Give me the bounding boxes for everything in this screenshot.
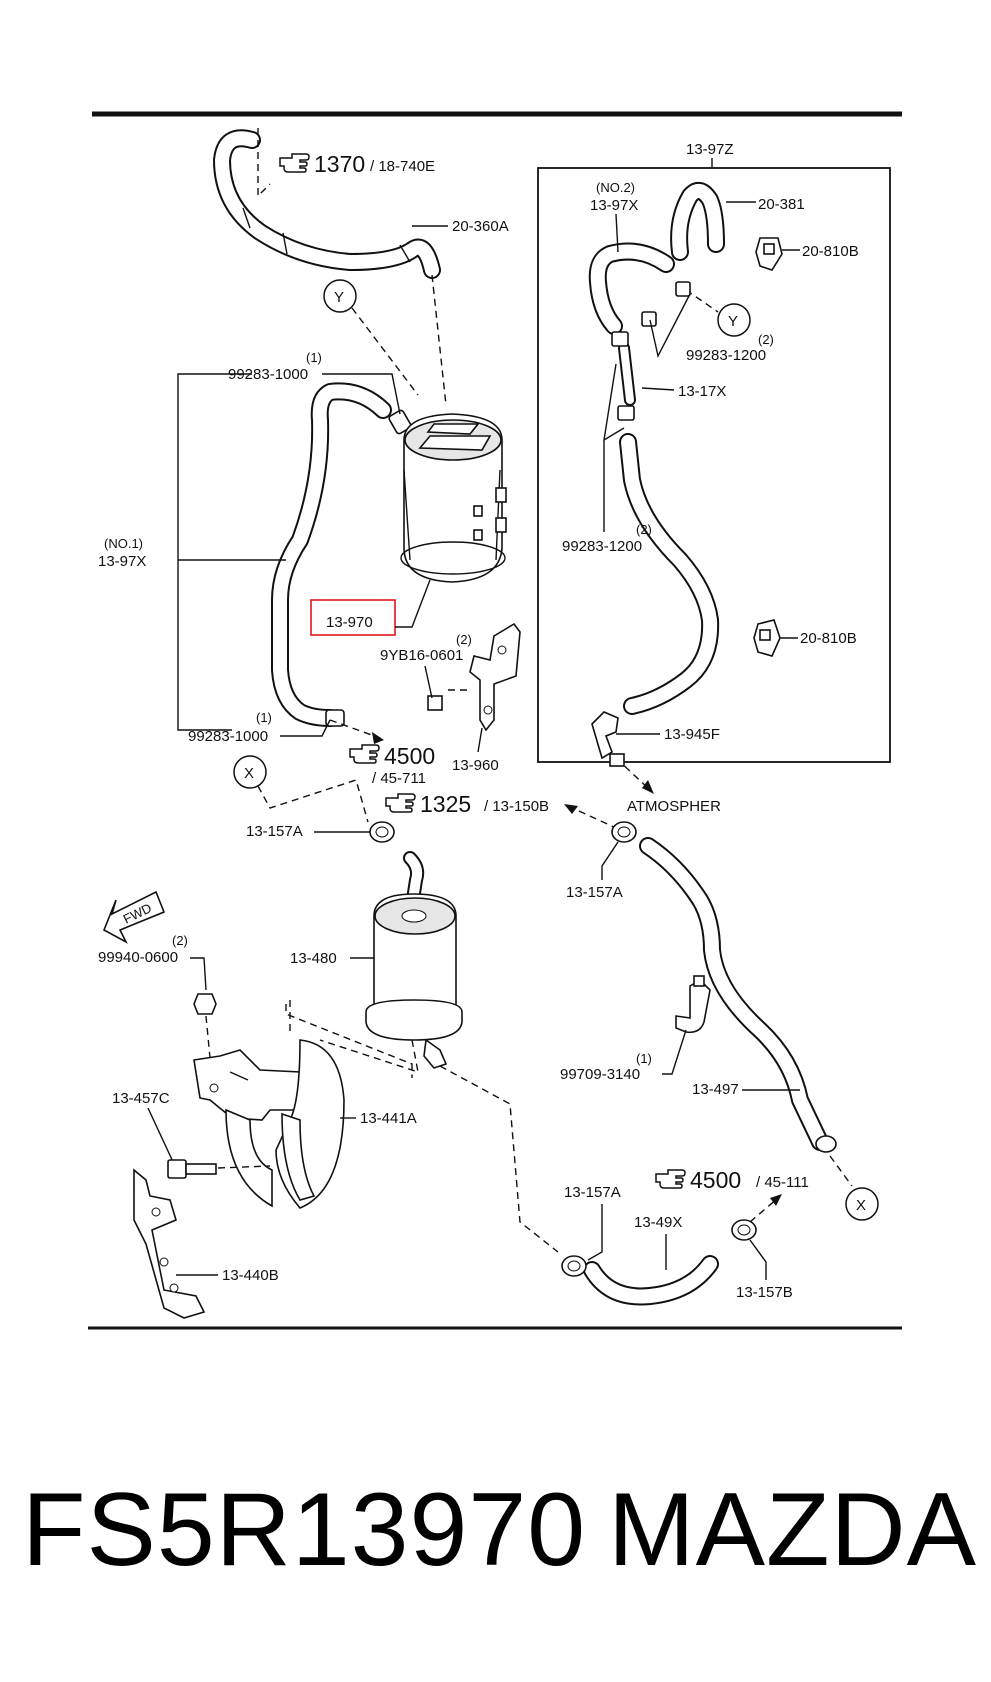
hose-13-97X-no2 xyxy=(588,242,675,335)
callout-99940-0600: 99940-0600 xyxy=(98,949,178,966)
ref-4500a-sub: / 45-711 xyxy=(372,770,426,787)
callout-20-810B-bottom: 20-810B xyxy=(800,630,857,647)
fitting-13-945F xyxy=(591,711,625,767)
callout-13-49X: 13-49X xyxy=(634,1214,682,1231)
clip-20-810B-bottom xyxy=(753,619,781,657)
marker-y-box xyxy=(717,303,751,337)
callout-99283-1000-bot: 99283-1000 xyxy=(188,728,268,745)
clamp-13-157B xyxy=(731,1219,757,1241)
hose-13-497 xyxy=(639,837,837,1153)
inset-box-13-97Z xyxy=(537,167,891,763)
marker-x-right xyxy=(845,1187,879,1221)
callout-13-441A: 13-441A xyxy=(360,1110,417,1127)
callout-9YB16-qty: (2) xyxy=(456,632,472,647)
clamp-99283-1000-bottom xyxy=(325,709,345,727)
ref-1325-sub: / 13-150B xyxy=(484,798,549,815)
callout-13-17X: 13-17X xyxy=(678,383,726,400)
callout-13-157A-bottom: 13-157A xyxy=(564,1184,621,1201)
hand-pointer-icon xyxy=(279,153,310,173)
marker-y-box-label: Y xyxy=(728,313,738,330)
clamp-99283-1200-right xyxy=(641,281,691,327)
fuel-filter-13-480 xyxy=(365,851,463,1069)
callout-no2: (NO.2) xyxy=(596,180,635,195)
clip-99709-3140 xyxy=(675,975,711,1034)
bracket-13-960 xyxy=(427,622,521,732)
hose-20-360A xyxy=(213,129,441,279)
ref-4500a-number: 4500 xyxy=(384,743,435,769)
ref-1325-number: 1325 xyxy=(420,791,471,817)
hand-pointer-icon xyxy=(655,1169,686,1189)
marker-x-right-label: X xyxy=(856,1197,866,1214)
marker-y-top-label: Y xyxy=(334,289,344,306)
marker-x-left xyxy=(233,755,267,789)
hose-13-49X xyxy=(583,1255,719,1306)
bolt-13-457C xyxy=(167,1159,217,1179)
callout-20-810B-top: 20-810B xyxy=(802,243,859,260)
callout-99283-1200-r-qty: (2) xyxy=(758,332,774,347)
callout-20-360A: 20-360A xyxy=(452,218,509,235)
callout-9YB16-0601: 9YB16-0601 xyxy=(380,647,463,664)
callout-99283-1000-top-qty: (1) xyxy=(306,350,322,365)
ref-1370-number: 1370 xyxy=(314,151,365,177)
marker-x-left-label: X xyxy=(244,765,254,782)
nut-99940-0600 xyxy=(193,993,217,1015)
highlight-13-970 xyxy=(310,599,396,636)
fwd-arrow-icon: FWD xyxy=(102,890,166,944)
callout-99940-qty: (2) xyxy=(172,933,188,948)
marker-y-top xyxy=(323,279,357,313)
callout-no1: (NO.1) xyxy=(104,536,143,551)
hand-pointer-icon xyxy=(385,793,416,813)
clip-20-810B-top xyxy=(755,237,783,271)
ref-1370-sub: / 18-740E xyxy=(370,158,435,175)
clamp-99283-1000-top xyxy=(388,409,412,435)
callout-99283-1200-left: 99283-1200 xyxy=(562,538,642,555)
bracket-13-441A xyxy=(193,1039,345,1209)
footer: FS5R13970 MAZDA xyxy=(0,1470,991,1620)
callout-99709-3140: 99709-3140 xyxy=(560,1066,640,1083)
hose-lower-inset xyxy=(619,433,720,715)
callout-99709-qty: (1) xyxy=(636,1051,652,1066)
callout-99283-1200-right: 99283-1200 xyxy=(686,347,766,364)
parts-diagram: 20-360A 1370 / 18-740E Y (1) 99283-1000 … xyxy=(88,111,902,1330)
callout-13-157A-left: 13-157A xyxy=(246,823,303,840)
callout-13-945F: 13-945F xyxy=(664,726,720,743)
callout-20-381: 20-381 xyxy=(758,196,805,213)
part-number: FS5R13970 xyxy=(22,1472,587,1588)
clamp-13-157A-left xyxy=(369,821,395,843)
hose-20-381 xyxy=(670,181,725,261)
callout-13-157A-right: 13-157A xyxy=(566,884,623,901)
canister-13-970 xyxy=(400,413,507,583)
callout-99283-1200-l-qty: (2) xyxy=(636,522,652,537)
bracket-13-440B xyxy=(133,1168,206,1319)
callout-13-97X-box: 13-97X xyxy=(590,197,638,214)
callout-13-497: 13-497 xyxy=(692,1081,739,1098)
pipe-13-17X xyxy=(611,331,636,421)
callout-13-97X-left: 13-97X xyxy=(98,553,146,570)
callout-atmospher: ATMOSPHER xyxy=(627,798,721,815)
callout-13-480: 13-480 xyxy=(290,950,337,967)
brand-name: MAZDA xyxy=(608,1472,977,1588)
hose-13-97X-no1 xyxy=(271,382,392,727)
callout-13-970: 13-970 xyxy=(326,614,373,631)
callout-13-157B: 13-157B xyxy=(736,1284,793,1301)
clamp-13-157A-bottom xyxy=(561,1255,587,1277)
callout-99283-1000-bot-qty: (1) xyxy=(256,710,272,725)
hand-pointer-icon xyxy=(349,744,380,764)
clamp-13-157A-right xyxy=(611,821,637,843)
ref-4500b-sub: / 45-111 xyxy=(756,1174,809,1191)
callout-13-960: 13-960 xyxy=(452,757,499,774)
callout-13-457C: 13-457C xyxy=(112,1090,170,1107)
callout-13-97Z: 13-97Z xyxy=(686,141,734,158)
callout-99283-1000-top: 99283-1000 xyxy=(228,366,308,383)
ref-4500b-number: 4500 xyxy=(690,1167,741,1193)
callout-13-440B: 13-440B xyxy=(222,1267,279,1284)
